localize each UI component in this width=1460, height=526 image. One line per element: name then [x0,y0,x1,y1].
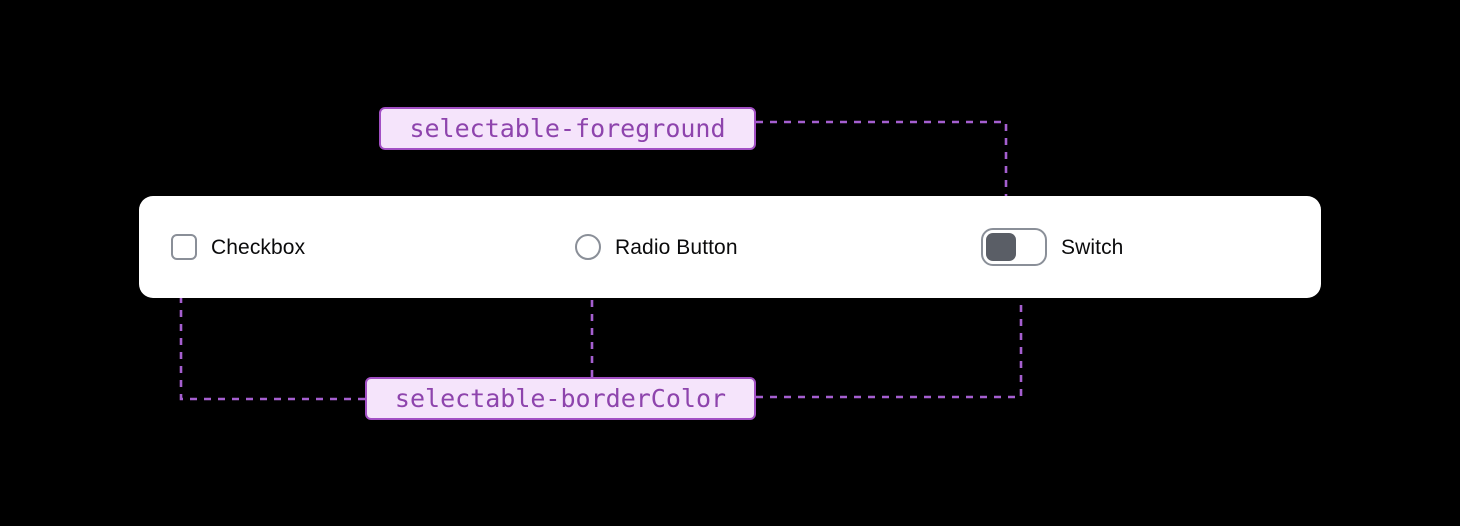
switch-label: Switch [1061,235,1124,259]
control-row: Checkbox Radio Button Switch [139,196,1321,298]
token-selectable-bordercolor[interactable]: selectable-borderColor [365,377,756,420]
control-checkbox[interactable]: Checkbox [171,196,305,298]
radio-button-label: Radio Button [615,235,738,259]
switch-thumb[interactable] [986,233,1016,261]
checkbox-label: Checkbox [211,235,306,259]
control-radio-button[interactable]: Radio Button [575,196,738,298]
radio-circle[interactable] [575,234,601,260]
component-card: Checkbox Radio Button Switch [139,196,1321,298]
switch-track[interactable] [981,228,1047,266]
control-switch[interactable]: Switch [981,196,1123,298]
connector-bordercolor-to-switch-track [756,283,1023,399]
checkbox-box[interactable] [171,234,197,260]
token-selectable-foreground[interactable]: selectable-foreground [379,107,756,150]
